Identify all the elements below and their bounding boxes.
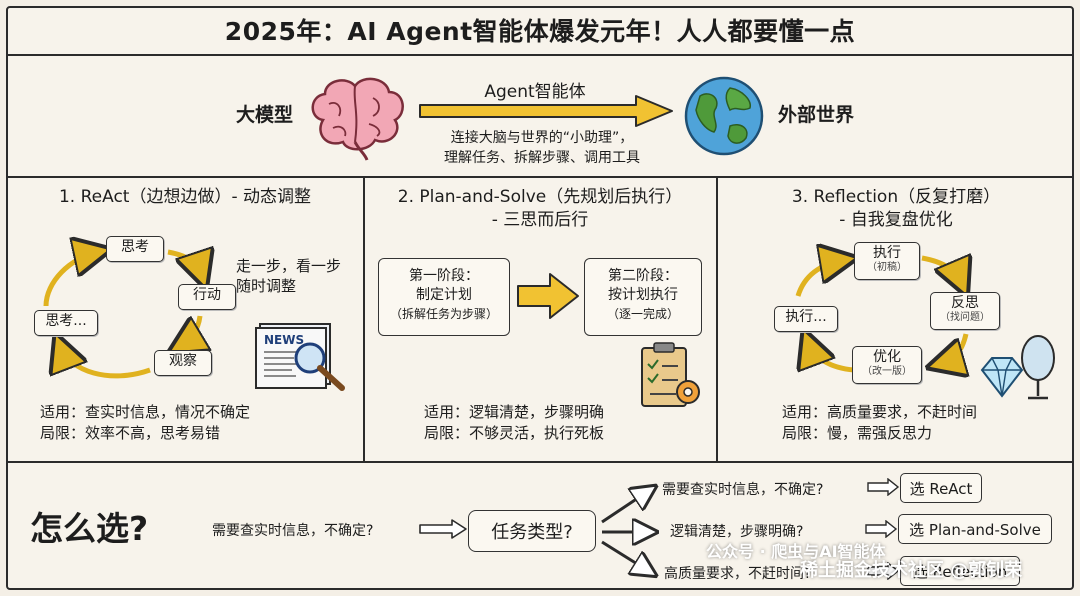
reflection-notes: 适用：高质量要求，不赶时间 局限：慢，需强反思力	[782, 402, 977, 444]
react-node-think: 思考	[106, 236, 164, 262]
reflection-node-reflect-label: 反思	[951, 295, 979, 311]
page-title: 2025年：AI Agent智能体爆发元年！人人都要懂一点	[6, 6, 1074, 56]
react-title: 1. ReAct（边想边做）- 动态调整	[58, 187, 311, 207]
plan-title-line2: - 三思而后行	[491, 210, 589, 230]
divider-col-1	[363, 176, 365, 462]
branch-2-condition: 逻辑清楚，步骤明确?	[670, 524, 804, 540]
branch-2-arrow	[865, 520, 898, 538]
branch-1-choice: 选 ReAct	[900, 473, 982, 503]
reflection-fit: 适用：高质量要求，不赶时间	[782, 403, 978, 421]
plan-stage-1-body: 制定计划	[416, 287, 472, 303]
reflection-node-reflect: 反思 （找问题）	[930, 292, 1000, 330]
reflection-node-execute-again: 执行...	[774, 306, 838, 332]
react-limit: 局限：效率不高，思考易错	[40, 424, 221, 442]
reflection-title-line1: 3. Reflection（反复打磨）	[791, 187, 1001, 207]
how-to-choose-question: 需要查实时信息，不确定?	[212, 523, 374, 539]
branch-1-arrow	[867, 478, 900, 496]
plan-arrow	[517, 273, 579, 319]
watermark-line2: 稀土掘金技术社区 @郭钊荣	[800, 560, 1023, 581]
branch-2-choice: 选 Plan-and-Solve	[898, 514, 1052, 544]
plan-stage-2-sub: （逐一完成）	[606, 307, 679, 321]
react-side-note: 走一步，看一步 随时调整	[236, 256, 341, 296]
reflection-title: 3. Reflection（反复打磨） - 自我复盘优化	[722, 186, 1070, 232]
reflection-node-optimize: 优化 （改一版）	[852, 346, 922, 384]
newspaper-icon: NEWS	[255, 323, 345, 391]
watermark-line1: 公众号 · 爬虫与AI智能体	[706, 542, 886, 561]
branch-arrows	[601, 478, 660, 590]
react-side-note-line2: 随时调整	[236, 277, 297, 295]
react-node-think-again: 思考...	[34, 310, 98, 336]
plan-stage-2-title: 第二阶段：	[608, 268, 678, 284]
branch-3-arrow	[867, 562, 900, 580]
globe-icon	[684, 76, 764, 156]
diamond-mirror-icon	[980, 335, 1055, 400]
plan-stage-2-body: 按计划执行	[608, 287, 678, 303]
agent-desc-line1: 连接大脑与世界的“小助理”，	[450, 130, 634, 146]
task-type-box: 任务类型?	[468, 510, 596, 552]
plan-stage-1-title: 第一阶段：	[409, 268, 479, 284]
reflection-node-optimize-sub: （改一版）	[862, 366, 912, 377]
reflection-cycle-arrows	[795, 236, 990, 396]
agent-desc: 连接大脑与世界的“小助理”， 理解任务、拆解步骤、调用工具	[410, 128, 674, 168]
divider-bottom	[6, 461, 1074, 463]
world-label: 外部世界	[778, 104, 855, 126]
agent-arrow	[419, 95, 673, 127]
clipboard-gear-icon	[641, 342, 700, 407]
plan-stage-2: 第二阶段： 按计划执行 （逐一完成）	[584, 258, 702, 336]
branch-3-choice: 选 Reflection	[900, 556, 1020, 586]
reflection-title-line2: - 自我复盘优化	[839, 210, 953, 230]
reflection-node-reflect-sub: （找问题）	[940, 312, 990, 323]
reflection-node-execute-label: 执行	[873, 245, 901, 261]
react-node-observe: 观察	[154, 350, 212, 376]
plan-title-line1: 2. Plan-and-Solve（先规划后执行）	[397, 187, 683, 207]
react-side-note-line1: 走一步，看一步	[236, 257, 342, 275]
brain-icon	[311, 77, 404, 161]
llm-label: 大模型	[236, 104, 294, 126]
react-cycle-arrows	[43, 222, 360, 379]
branch-3-condition: 高质量要求，不赶时间?	[664, 566, 812, 582]
reflection-node-execute: 执行 （初稿）	[854, 242, 920, 280]
react-notes: 适用：查实时信息，情况不确定 局限：效率不高，思考易错	[40, 402, 250, 444]
page-title-text: 2025年：AI Agent智能体爆发元年！人人都要懂一点	[224, 17, 856, 46]
svg-text:NEWS: NEWS	[264, 333, 304, 347]
react-node-act: 行动	[178, 284, 236, 310]
reflection-node-optimize-label: 优化	[873, 349, 901, 365]
reflection-node-execute-sub: （初稿）	[867, 262, 907, 273]
branch-1-condition: 需要查实时信息，不确定?	[662, 482, 824, 498]
plan-stage-1-sub: （拆解任务为步骤）	[389, 307, 498, 321]
agent-arrow-label: Agent智能体	[484, 82, 586, 102]
divider-col-2	[716, 176, 718, 462]
react-fit: 适用：查实时信息，情况不确定	[40, 403, 251, 421]
plan-limit: 局限：不够灵活，执行死板	[424, 424, 605, 442]
agent-desc-line2: 理解任务、拆解步骤、调用工具	[444, 150, 640, 166]
reflection-limit: 局限：慢，需强反思力	[782, 424, 933, 442]
how-to-choose-heading: 怎么选?	[30, 509, 149, 548]
question-arrow	[419, 519, 467, 539]
plan-title: 2. Plan-and-Solve（先规划后执行） - 三思而后行	[368, 186, 712, 232]
plan-notes: 适用：逻辑清楚，步骤明确 局限：不够灵活，执行死板	[424, 402, 604, 444]
divider-top	[6, 176, 1074, 178]
plan-stage-1: 第一阶段： 制定计划 （拆解任务为步骤）	[378, 258, 510, 336]
plan-fit: 适用：逻辑清楚，步骤明确	[424, 403, 605, 421]
